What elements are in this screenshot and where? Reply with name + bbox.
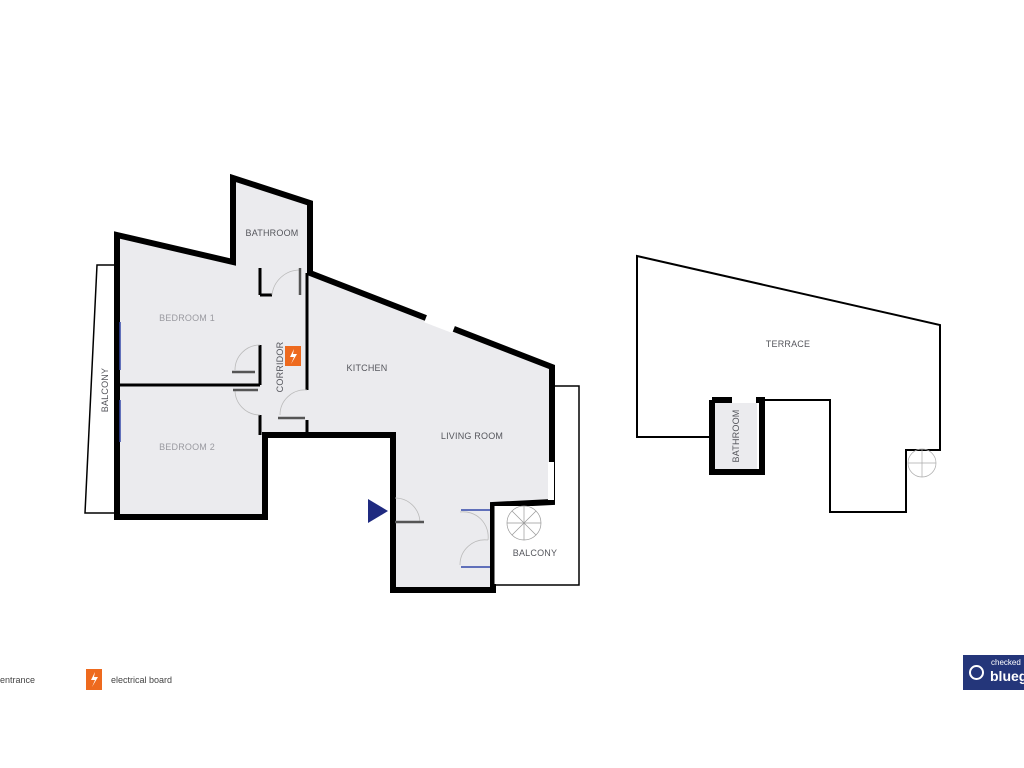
logo-line2: blueg	[990, 668, 1024, 684]
logo-line1: checked	[991, 658, 1021, 667]
label-bedroom-2: BEDROOM 2	[159, 442, 215, 452]
label-bathroom: BATHROOM	[246, 228, 299, 238]
terrace-bathroom-floor	[715, 403, 757, 469]
terrace-outline	[636, 254, 941, 513]
terrace-spiral-stairs-icon	[907, 448, 937, 478]
logo-icon	[969, 665, 984, 680]
interior-walls	[117, 268, 495, 590]
legend-electrical-board: electrical board	[111, 675, 173, 685]
label-balcony-right: BALCONY	[513, 548, 557, 558]
windows	[119, 322, 490, 568]
electrical-board-icon	[285, 346, 301, 366]
doors	[234, 269, 489, 566]
entrance-marker-icon	[368, 499, 388, 523]
legend-entrance: entrance	[0, 675, 36, 685]
label-terrace-bathroom: BATHROOM	[731, 410, 741, 463]
label-living-room: LIVING ROOM	[441, 431, 503, 441]
label-corridor: CORRIDOR	[275, 341, 285, 392]
legend-electrical-icon	[86, 669, 102, 690]
label-bedroom-1: BEDROOM 1	[159, 313, 215, 323]
window-kitchen	[424, 312, 456, 334]
label-kitchen: KITCHEN	[347, 363, 388, 373]
balcony-floor	[494, 506, 550, 584]
label-balcony-left: BALCONY	[100, 368, 110, 412]
terrace-bathroom-walls	[709, 397, 765, 475]
spiral-stairs-icon	[506, 505, 542, 541]
window-living	[548, 462, 554, 500]
door-leaves	[232, 268, 424, 524]
brand-logo: checked blueg	[963, 655, 1024, 690]
label-terrace: TERRACE	[766, 339, 810, 349]
